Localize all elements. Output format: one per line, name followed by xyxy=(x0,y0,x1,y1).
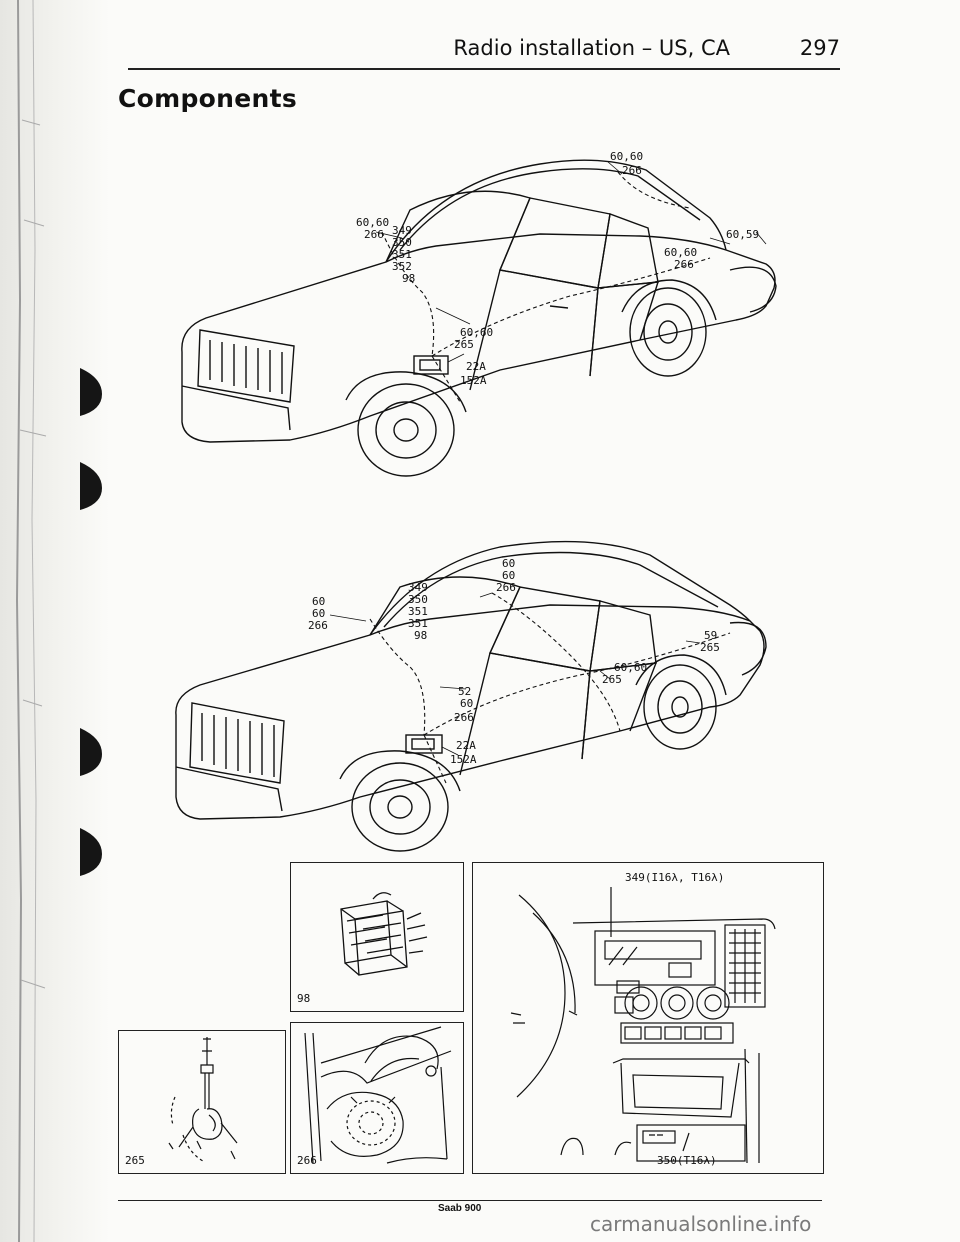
callout-label: 22A xyxy=(466,360,486,373)
car-diagram-bottom: 60 60 266 60 60 266 349 350 351 351 98 5… xyxy=(175,540,767,852)
callout-label: 60,60 xyxy=(614,661,647,674)
callout-label: 349 xyxy=(392,224,412,237)
callout-label: 266 xyxy=(674,258,694,271)
callout-label: 22A xyxy=(456,739,476,752)
car-top-wiring xyxy=(381,171,711,403)
binding-edge xyxy=(0,0,110,1242)
callout-label: 352 xyxy=(392,260,412,273)
callout-label: 265 xyxy=(700,641,720,654)
panel-label: 265 xyxy=(125,1154,145,1167)
callout-label: 265 xyxy=(454,338,474,351)
callout-label: 349 xyxy=(408,581,428,594)
car-top-outline xyxy=(181,159,777,477)
panel-label: 98 xyxy=(297,992,311,1005)
connector-illustration xyxy=(340,892,428,976)
callout-label: 266 xyxy=(622,164,642,177)
callout-label: 98 xyxy=(402,272,415,285)
panel-label: 266 xyxy=(297,1154,317,1167)
callout-label: 60,60 xyxy=(664,246,697,259)
section-title: Components xyxy=(118,84,298,113)
callout-label: 60,60 xyxy=(460,326,493,339)
panel-label: 350(T16λ) xyxy=(657,1154,717,1167)
watermark: carmanualsonline.info xyxy=(590,1212,812,1236)
callout-label: 266 xyxy=(364,228,384,241)
callout-label: 60,59 xyxy=(726,228,759,241)
speaker-illustration xyxy=(304,1026,452,1164)
dashboard-illustration xyxy=(510,887,776,1164)
callout-label: 350 xyxy=(392,236,412,249)
callout-label: 98 xyxy=(414,629,427,642)
callout-label: 60 xyxy=(502,569,515,582)
callout-label: 351 xyxy=(392,248,412,261)
antenna-illustration xyxy=(168,1037,238,1162)
callout-label: 60 xyxy=(312,607,325,620)
footer-text: Saab 900 xyxy=(438,1203,482,1214)
callout-label: 266 xyxy=(308,619,328,632)
callout-label: 266 xyxy=(454,711,474,724)
panel-connector: 98 xyxy=(290,862,464,1012)
car-bottom-outline xyxy=(175,540,767,852)
callout-label: 60 xyxy=(312,595,325,608)
header-rule xyxy=(128,68,840,70)
panel-antenna: 265 xyxy=(118,1030,286,1174)
callout-label: 60,60 xyxy=(610,150,643,163)
page-header: Radio installation – US, CA 297 xyxy=(128,30,840,70)
car-bottom-wiring xyxy=(369,592,731,784)
header-title: Radio installation – US, CA xyxy=(453,36,730,60)
callout-label: 60 xyxy=(460,697,473,710)
panel-speaker: 266 xyxy=(290,1022,464,1174)
callout-label: 350 xyxy=(408,593,428,606)
callout-label: 265 xyxy=(602,673,622,686)
callout-label: 52 xyxy=(458,685,471,698)
callout-label: 266 xyxy=(496,581,516,594)
callout-label: 152A xyxy=(450,753,477,766)
car-diagram-top: 60,60 266 60,60 266 349 350 351 352 98 6… xyxy=(181,150,777,477)
callout-label: 59 xyxy=(704,629,717,642)
panel-label: 349(I16λ, T16λ) xyxy=(625,871,725,884)
callout-label: 152A xyxy=(460,374,487,387)
page-number: 297 xyxy=(799,36,840,60)
callout-label: 351 xyxy=(408,617,428,630)
callout-label: 351 xyxy=(408,605,428,618)
callout-label: 60 xyxy=(502,557,515,570)
footer-rule xyxy=(118,1200,822,1201)
binding-tab-marks xyxy=(80,368,102,876)
panel-dashboard: 349(I16λ, T16λ) 350(T16λ) xyxy=(472,862,824,1174)
callout-label: 60,60 xyxy=(356,216,389,229)
